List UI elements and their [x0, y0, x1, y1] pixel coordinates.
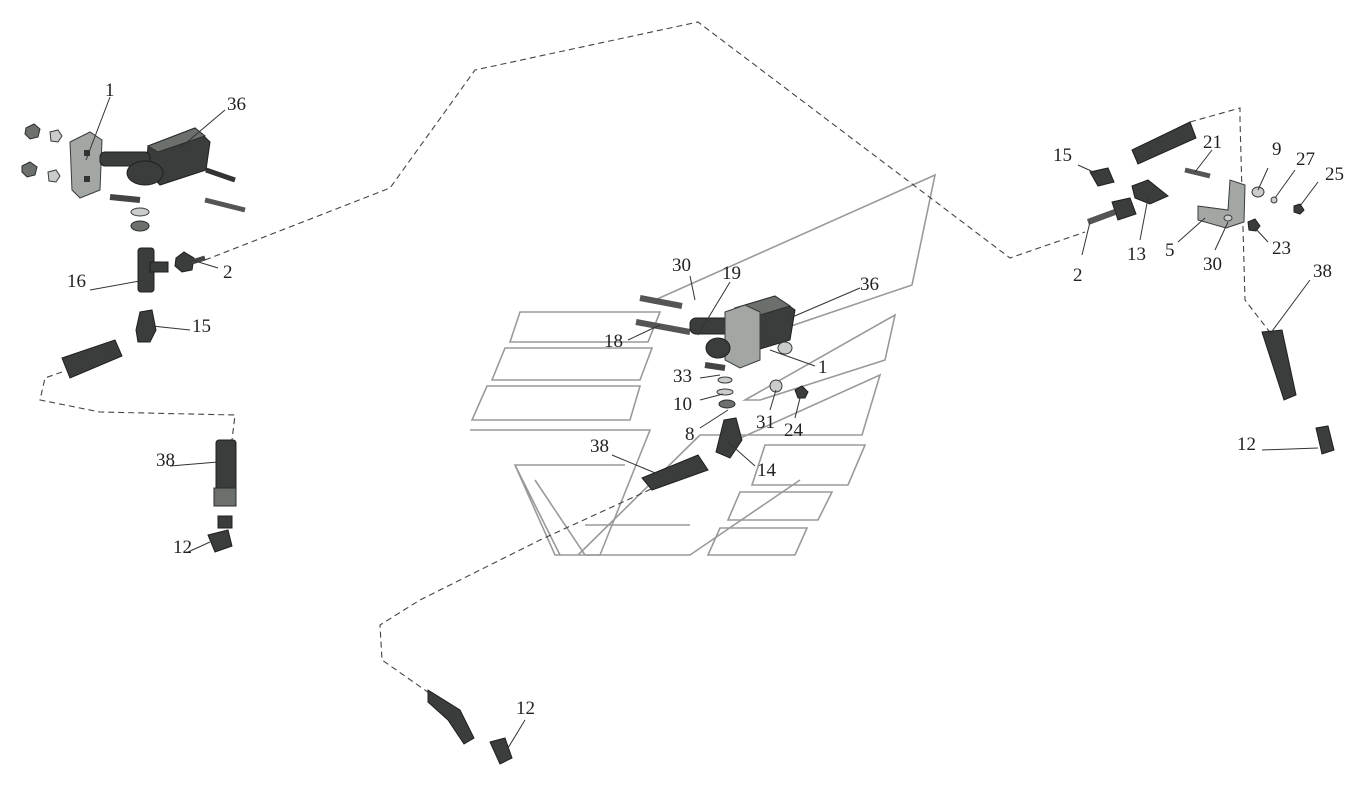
label-right-9: 9 — [1272, 139, 1282, 160]
label-right-15: 15 — [1053, 145, 1072, 166]
left-assembly — [21, 123, 246, 553]
label-right-2: 2 — [1073, 265, 1083, 286]
bracket-plate-icon — [69, 131, 103, 199]
leader-lines — [85, 96, 1319, 749]
label-mid-10: 10 — [673, 394, 692, 415]
label-right-13: 13 — [1127, 244, 1146, 265]
label-left-12: 12 — [173, 537, 192, 558]
pipe-routes — [39, 21, 1273, 696]
label-right-12: 12 — [1237, 434, 1256, 455]
label-left-15: 15 — [192, 316, 211, 337]
label-mid-1: 1 — [818, 357, 828, 378]
label-right-27: 27 — [1296, 149, 1315, 170]
label-mid-33: 33 — [673, 366, 692, 387]
bracket-plate-icon — [1197, 179, 1246, 229]
label-left-1: 1 — [105, 80, 115, 101]
label-left-36: 36 — [227, 94, 246, 115]
label-mid-18: 18 — [604, 331, 623, 352]
label-bottom-12: 12 — [516, 698, 535, 719]
label-left-2: 2 — [223, 262, 233, 283]
nut-icon — [49, 129, 63, 143]
label-mid-14: 14 — [757, 460, 777, 481]
nut-icon — [47, 169, 61, 183]
label-mid-36: 36 — [860, 274, 879, 295]
part-number-labels: 1 36 16 2 15 38 12 30 19 36 18 1 33 10 8… — [67, 80, 1344, 719]
label-right-38: 38 — [1313, 261, 1332, 282]
label-mid-8: 8 — [685, 424, 695, 445]
label-right-25: 25 — [1325, 164, 1344, 185]
label-right-21: 21 — [1203, 132, 1222, 153]
label-left-16: 16 — [67, 271, 86, 292]
nut-icon — [21, 161, 38, 178]
middle-assembly — [427, 295, 809, 765]
cab-outline — [470, 173, 937, 556]
label-right-30: 30 — [1203, 254, 1222, 275]
bracket-plate-icon — [724, 304, 761, 369]
label-right-5: 5 — [1165, 240, 1175, 261]
right-assembly — [1086, 121, 1335, 455]
nut-icon — [24, 123, 41, 140]
label-mid-30: 30 — [672, 255, 691, 276]
label-mid-24: 24 — [784, 420, 804, 441]
label-right-23: 23 — [1272, 238, 1291, 259]
label-left-38: 38 — [156, 450, 175, 471]
label-mid-19: 19 — [722, 263, 741, 284]
label-mid-38: 38 — [590, 436, 609, 457]
label-mid-31: 31 — [756, 412, 775, 433]
